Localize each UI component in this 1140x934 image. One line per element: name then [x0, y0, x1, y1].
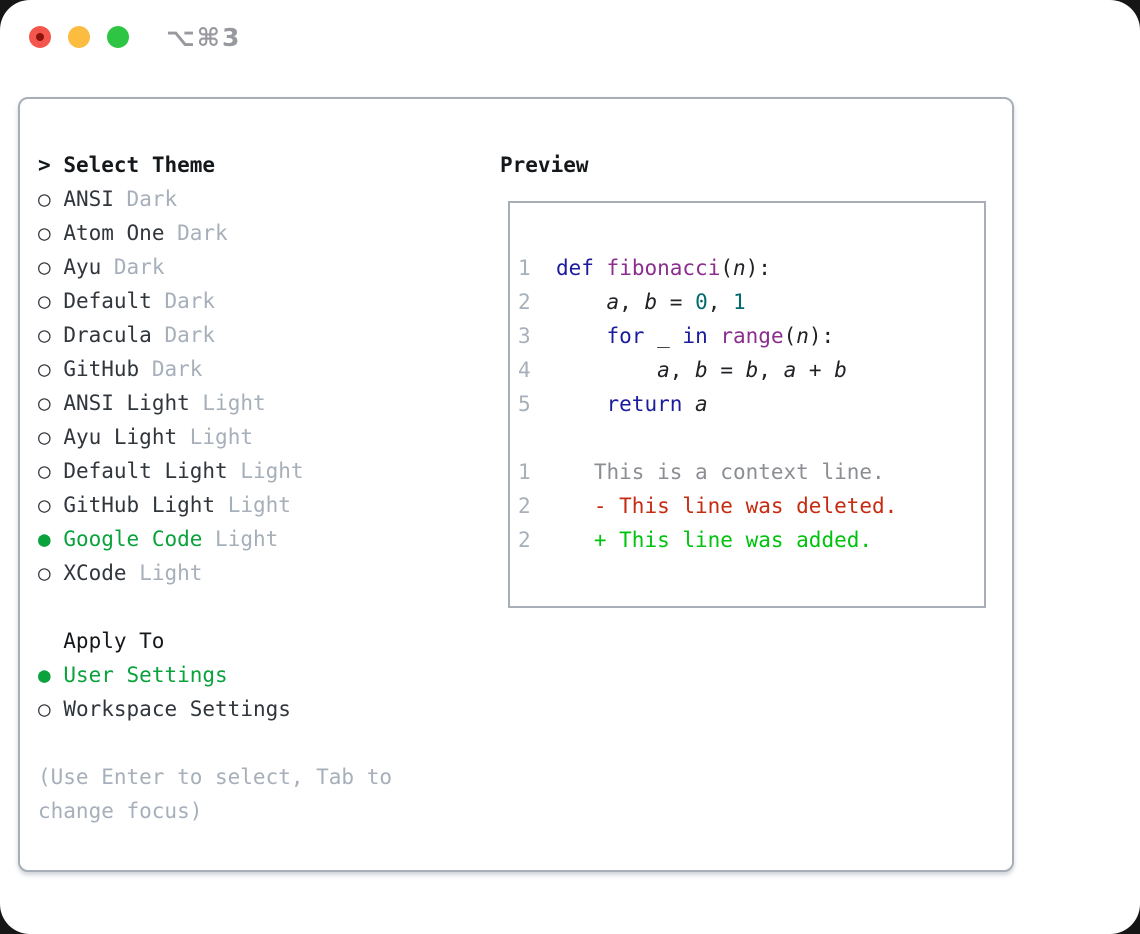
- radio-icon: ○: [38, 493, 51, 517]
- theme-option-label: GitHub Light: [63, 493, 216, 517]
- radio-icon: ○: [38, 221, 51, 245]
- apply-to-list: ● User Settings○ Workspace Settings: [38, 658, 392, 726]
- theme-option-ayu[interactable]: ○ Ayu Dark: [38, 250, 392, 284]
- hint-line-1: (Use Enter to select, Tab to: [38, 765, 393, 789]
- radio-selected-icon: ●: [38, 527, 51, 551]
- theme-option-label: ANSI Light: [63, 391, 190, 415]
- spacer: [38, 590, 392, 624]
- theme-option-label: XCode: [63, 561, 127, 585]
- radio-icon: ○: [38, 289, 51, 313]
- theme-option-github[interactable]: ○ GitHub Dark: [38, 352, 392, 386]
- radio-icon: ○: [38, 561, 51, 585]
- variant-badge: Dark: [177, 221, 228, 245]
- window-title: ⌥⌘3: [166, 23, 242, 52]
- code-line: 1 def fibonacci(n):: [518, 256, 771, 280]
- code-preview: 1 def fibonacci(n): 2 a, b = 0, 1 3 for _ …: [510, 203, 984, 557]
- close-button[interactable]: [29, 26, 51, 48]
- code-line: 2 - This line was deleted.: [518, 494, 898, 518]
- apply-option-label: User Settings: [63, 663, 228, 687]
- theme-option-label: Default: [63, 289, 152, 313]
- theme-option-ansi-light[interactable]: ○ ANSI Light Light: [38, 386, 392, 420]
- minimize-button[interactable]: [68, 26, 90, 48]
- theme-option-label: Ayu Light: [63, 425, 178, 449]
- theme-option-dracula[interactable]: ○ Dracula Dark: [38, 318, 392, 352]
- variant-badge: Dark: [164, 289, 216, 313]
- variant-badge: Light: [202, 391, 266, 415]
- theme-option-xcode[interactable]: ○ XCode Light: [38, 556, 392, 590]
- variant-badge: Light: [215, 527, 279, 551]
- theme-option-default[interactable]: ○ Default Dark: [38, 284, 392, 318]
- preview-box: 1 def fibonacci(n): 2 a, b = 0, 1 3 for _ …: [508, 201, 986, 608]
- theme-option-label: Atom One: [63, 221, 165, 245]
- variant-badge: Light: [139, 561, 203, 585]
- code-line: 3 for _ in range(n):: [518, 324, 835, 348]
- radio-icon: ○: [38, 323, 51, 347]
- theme-option-label: Dracula: [63, 323, 152, 347]
- radio-icon: ○: [38, 425, 51, 449]
- theme-list: ○ ANSI Dark○ Atom One Dark○ Ayu Dark○ De…: [38, 182, 392, 590]
- apply-to-header: Apply To: [63, 629, 165, 653]
- radio-icon: ○: [38, 187, 51, 211]
- unsaved-dot-icon: [36, 33, 44, 41]
- theme-option-label: Google Code: [63, 527, 203, 551]
- variant-badge: Dark: [164, 323, 216, 347]
- radio-icon: ○: [38, 697, 51, 721]
- radio-icon: ○: [38, 459, 51, 483]
- radio-icon: ○: [38, 255, 51, 279]
- variant-badge: Dark: [151, 357, 203, 381]
- theme-picker-left-column: > Select Theme ○ ANSI Dark○ Atom One Dar…: [38, 148, 392, 828]
- variant-badge: Light: [240, 459, 304, 483]
- code-line: 1 This is a context line.: [518, 460, 885, 484]
- select-theme-header: > Select Theme: [38, 148, 392, 182]
- zoom-button[interactable]: [107, 26, 129, 48]
- theme-option-github-light[interactable]: ○ GitHub Light Light: [38, 488, 392, 522]
- theme-option-default-light[interactable]: ○ Default Light Light: [38, 454, 392, 488]
- variant-badge: Dark: [113, 255, 165, 279]
- code-line: 2 + This line was added.: [518, 528, 873, 552]
- apply-option-label: Workspace Settings: [63, 697, 291, 721]
- variant-badge: Light: [227, 493, 291, 517]
- theme-picker-panel: > Select Theme ○ ANSI Dark○ Atom One Dar…: [18, 97, 1014, 872]
- apply-option-workspace-settings[interactable]: ○ Workspace Settings: [38, 692, 392, 726]
- theme-option-ansi[interactable]: ○ ANSI Dark: [38, 182, 392, 216]
- code-line: 2 a, b = 0, 1: [518, 290, 746, 314]
- theme-option-label: GitHub: [63, 357, 140, 381]
- theme-option-label: Ayu: [63, 255, 102, 279]
- code-line: [518, 421, 984, 455]
- variant-badge: Light: [189, 425, 253, 449]
- radio-selected-icon: ●: [38, 663, 51, 687]
- spacer: [38, 726, 392, 760]
- theme-option-label: Default Light: [63, 459, 228, 483]
- focus-caret-icon: >: [38, 153, 51, 177]
- variant-badge: Dark: [126, 187, 178, 211]
- radio-icon: ○: [38, 357, 51, 381]
- theme-option-atom-one[interactable]: ○ Atom One Dark: [38, 216, 392, 250]
- radio-icon: ○: [38, 391, 51, 415]
- hint-line-2: change focus): [38, 799, 203, 823]
- preview-header: Preview: [500, 153, 589, 177]
- select-theme-label: Select Theme: [63, 153, 216, 177]
- theme-option-google-code[interactable]: ● Google Code Light: [38, 522, 392, 556]
- apply-option-user-settings[interactable]: ● User Settings: [38, 658, 392, 692]
- theme-option-label: ANSI: [63, 187, 114, 211]
- theme-option-ayu-light[interactable]: ○ Ayu Light Light: [38, 420, 392, 454]
- code-line: 4 a, b = b, a + b: [518, 358, 847, 382]
- code-line: 5 return a: [518, 392, 708, 416]
